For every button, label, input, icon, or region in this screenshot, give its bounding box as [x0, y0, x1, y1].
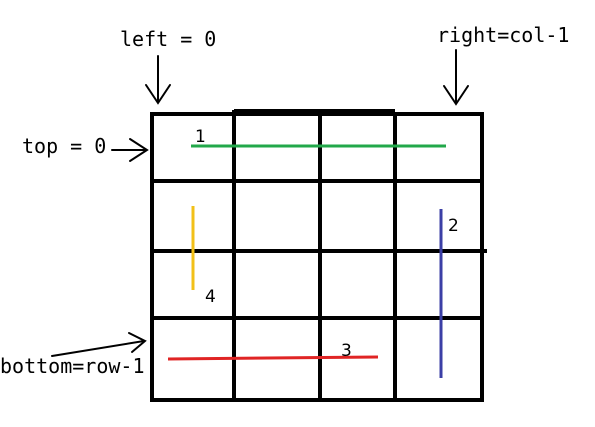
traversal-line-3 [167, 355, 379, 361]
left-arrow [145, 55, 171, 105]
bottom-label: bottom=row-1 [0, 354, 145, 378]
step-number-4: 4 [205, 287, 216, 307]
step-number-1: 1 [195, 127, 206, 147]
top-arrow [111, 138, 149, 162]
right-arrow [443, 49, 469, 106]
grid [150, 109, 487, 402]
step-number-2: 2 [448, 216, 459, 236]
bottom-arrow [51, 332, 147, 357]
right-label: right=col-1 [437, 23, 569, 47]
left-label: left = 0 [120, 27, 216, 51]
grid-border [150, 112, 484, 402]
top-label: top = 0 [22, 134, 106, 158]
step-number-3: 3 [341, 341, 352, 361]
